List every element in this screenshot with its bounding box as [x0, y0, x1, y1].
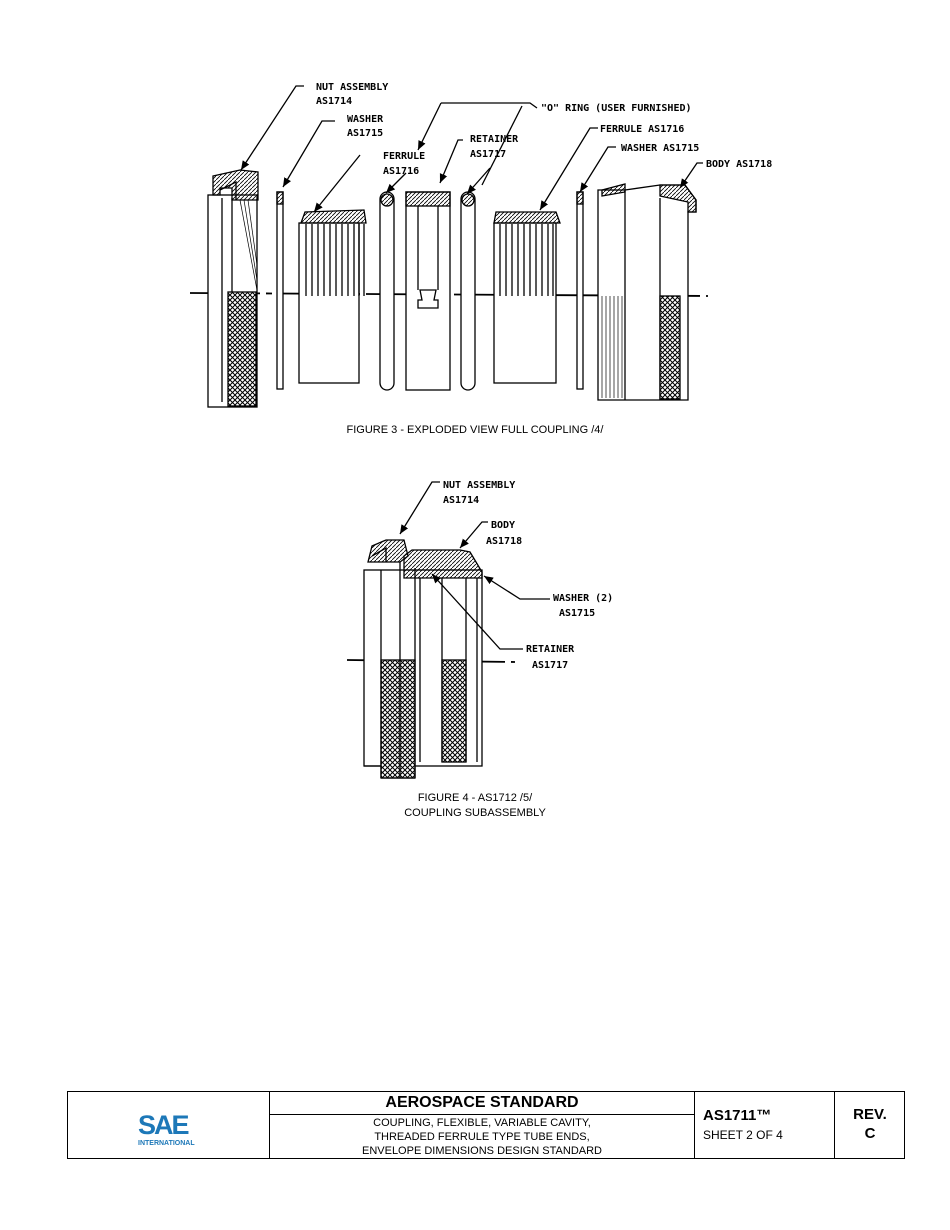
fig4-label-retainer: RETAINER [526, 644, 575, 655]
fig4-label-washer: WASHER (2) [553, 593, 613, 604]
fig4-label-body-number: AS1718 [486, 536, 522, 547]
figure-4-caption-line1: FIGURE 4 - AS1712 /5/ [417, 792, 533, 804]
label-washer: WASHER [347, 114, 384, 125]
nut-assembly-part [207, 169, 259, 408]
revision-value: C [864, 1125, 876, 1142]
title-block: SAE INTERNATIONAL AEROSPACE STANDARD COU… [67, 1091, 905, 1159]
fig4-label-nut-assembly-number: AS1714 [443, 495, 479, 506]
document-number-cell: AS1711™ SHEET 2 OF 4 [695, 1092, 835, 1158]
body-part [597, 183, 697, 401]
washer-right-part [576, 191, 584, 390]
label-retainer: RETAINER [470, 134, 519, 145]
figure-3-caption: FIGURE 3 - EXPLODED VIEW FULL COUPLING /… [346, 424, 604, 436]
fig4-label-washer-number: AS1715 [559, 608, 595, 619]
label-nut-assembly: NUT ASSEMBLY [316, 82, 388, 93]
subtitle-line: THREADED FERRULE TYPE TUBE ENDS, [374, 1131, 590, 1143]
figure-3-exploded-view [189, 85, 709, 408]
fig4-label-nut-assembly: NUT ASSEMBLY [443, 480, 515, 491]
label-ferrule: FERRULE [383, 151, 425, 162]
title-cell: AEROSPACE STANDARD COUPLING, FLEXIBLE, V… [270, 1092, 695, 1158]
sae-logo: SAE INTERNATIONAL [138, 1110, 195, 1147]
subtitle-line: COUPLING, FLEXIBLE, VARIABLE CAVITY, [373, 1117, 591, 1129]
label-retainer-number: AS1717 [470, 149, 506, 160]
fig4-label-retainer-number: AS1717 [532, 660, 568, 671]
figure-4-subassembly [346, 481, 550, 779]
document-number: AS1711™ [703, 1107, 772, 1124]
label-washer-number: AS1715 [347, 128, 383, 139]
logo-cell: SAE INTERNATIONAL [68, 1092, 270, 1158]
subtitle-line: ENVELOPE DIMENSIONS DESIGN STANDARD [361, 1145, 602, 1157]
revision: REV. C [835, 1105, 905, 1143]
label-o-ring: "O" RING (USER FURNISHED) [541, 103, 692, 114]
logo-subtitle: INTERNATIONAL [138, 1140, 195, 1147]
ferrule-right-part [493, 211, 561, 384]
figure-4-caption-line2: COUPLING SUBASSEMBLY [404, 807, 546, 819]
retainer-part [405, 191, 451, 391]
label-nut-assembly-number: AS1714 [316, 96, 352, 107]
logo-wordmark: SAE [138, 1110, 189, 1140]
ferrule-left-part [298, 209, 367, 384]
label-washer-right: WASHER AS1715 [621, 143, 699, 154]
o-ring-left-part [379, 191, 395, 391]
standard-subtitle: COUPLING, FLEXIBLE, VARIABLE CAVITY, THR… [270, 1115, 694, 1158]
fig4-label-body: BODY [491, 520, 515, 531]
label-ferrule-right: FERRULE AS1716 [600, 124, 684, 135]
o-ring-right-part [460, 191, 476, 391]
label-body: BODY AS1718 [706, 159, 772, 170]
standard-heading: AEROSPACE STANDARD [270, 1092, 694, 1115]
sheet-number: SHEET 2 OF 4 [703, 1128, 783, 1142]
revision-cell: REV. C [835, 1092, 905, 1158]
label-ferrule-number: AS1716 [383, 166, 419, 177]
washer-left-part [276, 191, 284, 390]
revision-label: REV. [853, 1106, 887, 1123]
